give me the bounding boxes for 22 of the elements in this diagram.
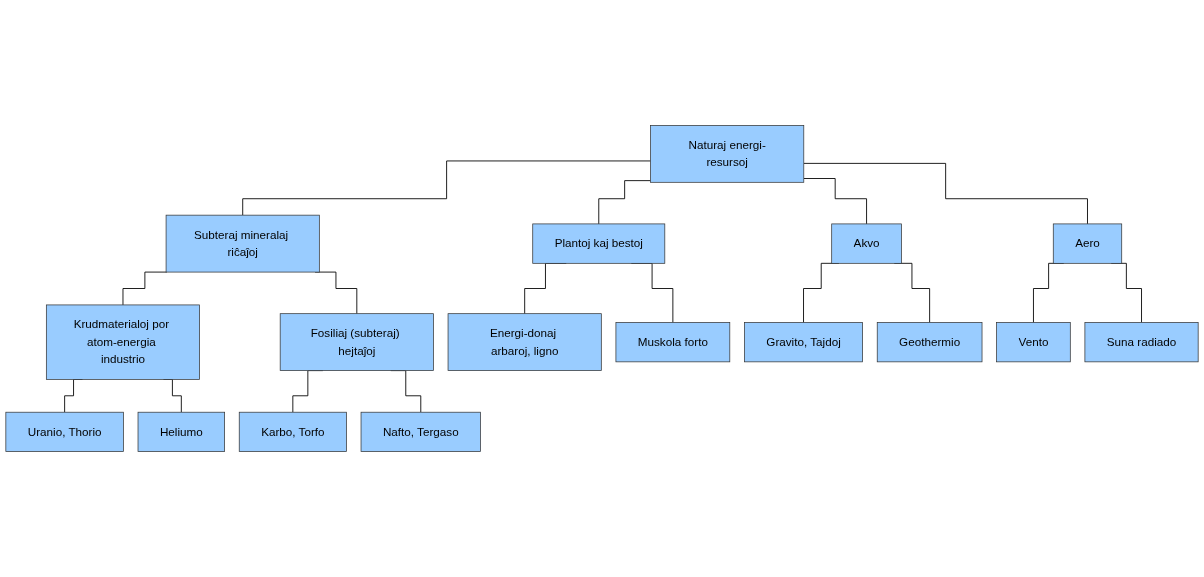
node-box: Subteraj mineralaj riĉaĵoj [165, 214, 320, 273]
connector [803, 178, 867, 225]
node-box: Uranio, Thorio [5, 411, 124, 452]
connector [803, 162, 1088, 225]
node-box: Karbo, Torfo [238, 411, 347, 452]
node-box: Heliumo [137, 411, 225, 452]
connector [122, 271, 168, 306]
node-box: Muskola forto [615, 322, 731, 363]
node-box: Fosiliaj (subteraj) hejtaĵoj [279, 313, 434, 371]
node-box: Plantoj kaj bestoj [532, 223, 666, 264]
node-box: Krudmaterialoj por atom-energia industrio [45, 304, 200, 380]
connector [598, 180, 651, 225]
node-box: Geothermio [876, 322, 983, 363]
node-box: Gravito, Tajdoj [744, 322, 863, 363]
node-box: Nafto, Tergaso [360, 411, 481, 452]
node-box: Akvo [831, 223, 902, 264]
node-box: Suna radiado [1084, 322, 1199, 363]
node-box: Energi-donaj arbaroj, ligno [447, 313, 602, 371]
connector [242, 160, 651, 216]
node-box: Aero [1052, 223, 1123, 264]
node-box: Naturaj energi-resursoj [650, 125, 805, 183]
node-box: Vento [996, 322, 1071, 363]
